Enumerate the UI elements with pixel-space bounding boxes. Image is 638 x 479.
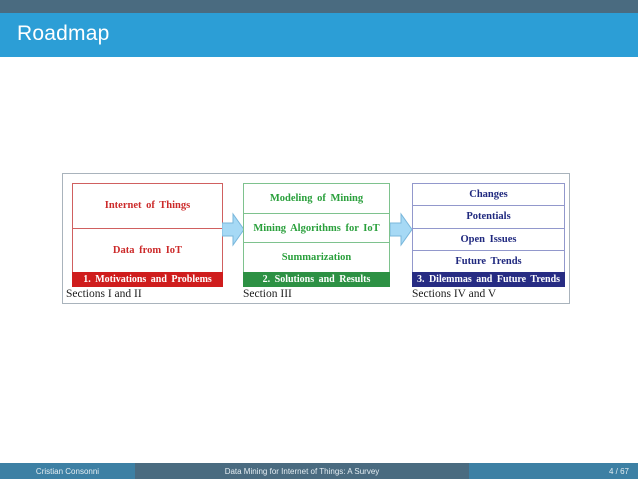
cell-potentials: Potentials bbox=[413, 206, 564, 229]
cell-mining-algorithms: Mining Algorithms for IoT bbox=[244, 214, 389, 244]
column-cells: Internet of Things Data from IoT bbox=[72, 183, 223, 272]
top-strip bbox=[0, 0, 638, 13]
footline: Cristian Consonni Data Mining for Intern… bbox=[0, 463, 638, 479]
section-label-3: Sections IV and V bbox=[412, 288, 497, 300]
cell-changes: Changes bbox=[413, 184, 564, 207]
slide-title: Roadmap bbox=[17, 22, 110, 45]
column-footer-bar: 2. Solutions and Results bbox=[243, 272, 390, 287]
section-label-1: Sections I and II bbox=[66, 288, 142, 300]
cell-internet-of-things: Internet of Things bbox=[73, 184, 222, 229]
column-cells: Modeling of Mining Mining Algorithms for… bbox=[243, 183, 390, 272]
section-label-2: Section III bbox=[243, 288, 292, 300]
column-cells: Changes Potentials Open Issues Future Tr… bbox=[412, 183, 565, 272]
right-block-arrow-icon bbox=[222, 212, 244, 247]
footer-page-number: 4 / 67 bbox=[469, 463, 638, 479]
column-footer-bar: 1. Motivations and Problems bbox=[72, 272, 223, 287]
cell-data-from-iot: Data from IoT bbox=[112, 244, 183, 256]
footer-author: Cristian Consonni bbox=[0, 463, 135, 479]
cell-summarization: Summarization bbox=[281, 252, 352, 264]
diagram-column-solutions: Modeling of Mining Mining Algorithms for… bbox=[243, 183, 390, 287]
column-footer-bar: 3. Dilemmas and Future Trends bbox=[412, 272, 565, 287]
footer-doc-title: Data Mining for Internet of Things: A Su… bbox=[135, 463, 469, 479]
right-block-arrow-icon bbox=[390, 212, 412, 247]
roadmap-diagram: Internet of Things Data from IoT 1. Moti… bbox=[62, 173, 570, 304]
slide-title-bar: Roadmap bbox=[0, 13, 638, 57]
cell-modeling-of-mining: Modeling of Mining bbox=[244, 184, 389, 214]
diagram-column-dilemmas: Changes Potentials Open Issues Future Tr… bbox=[412, 183, 565, 287]
cell-future-trends: Future Trends bbox=[455, 255, 522, 267]
cell-open-issues: Open Issues bbox=[413, 229, 564, 251]
diagram-column-motivations: Internet of Things Data from IoT 1. Moti… bbox=[72, 183, 223, 287]
